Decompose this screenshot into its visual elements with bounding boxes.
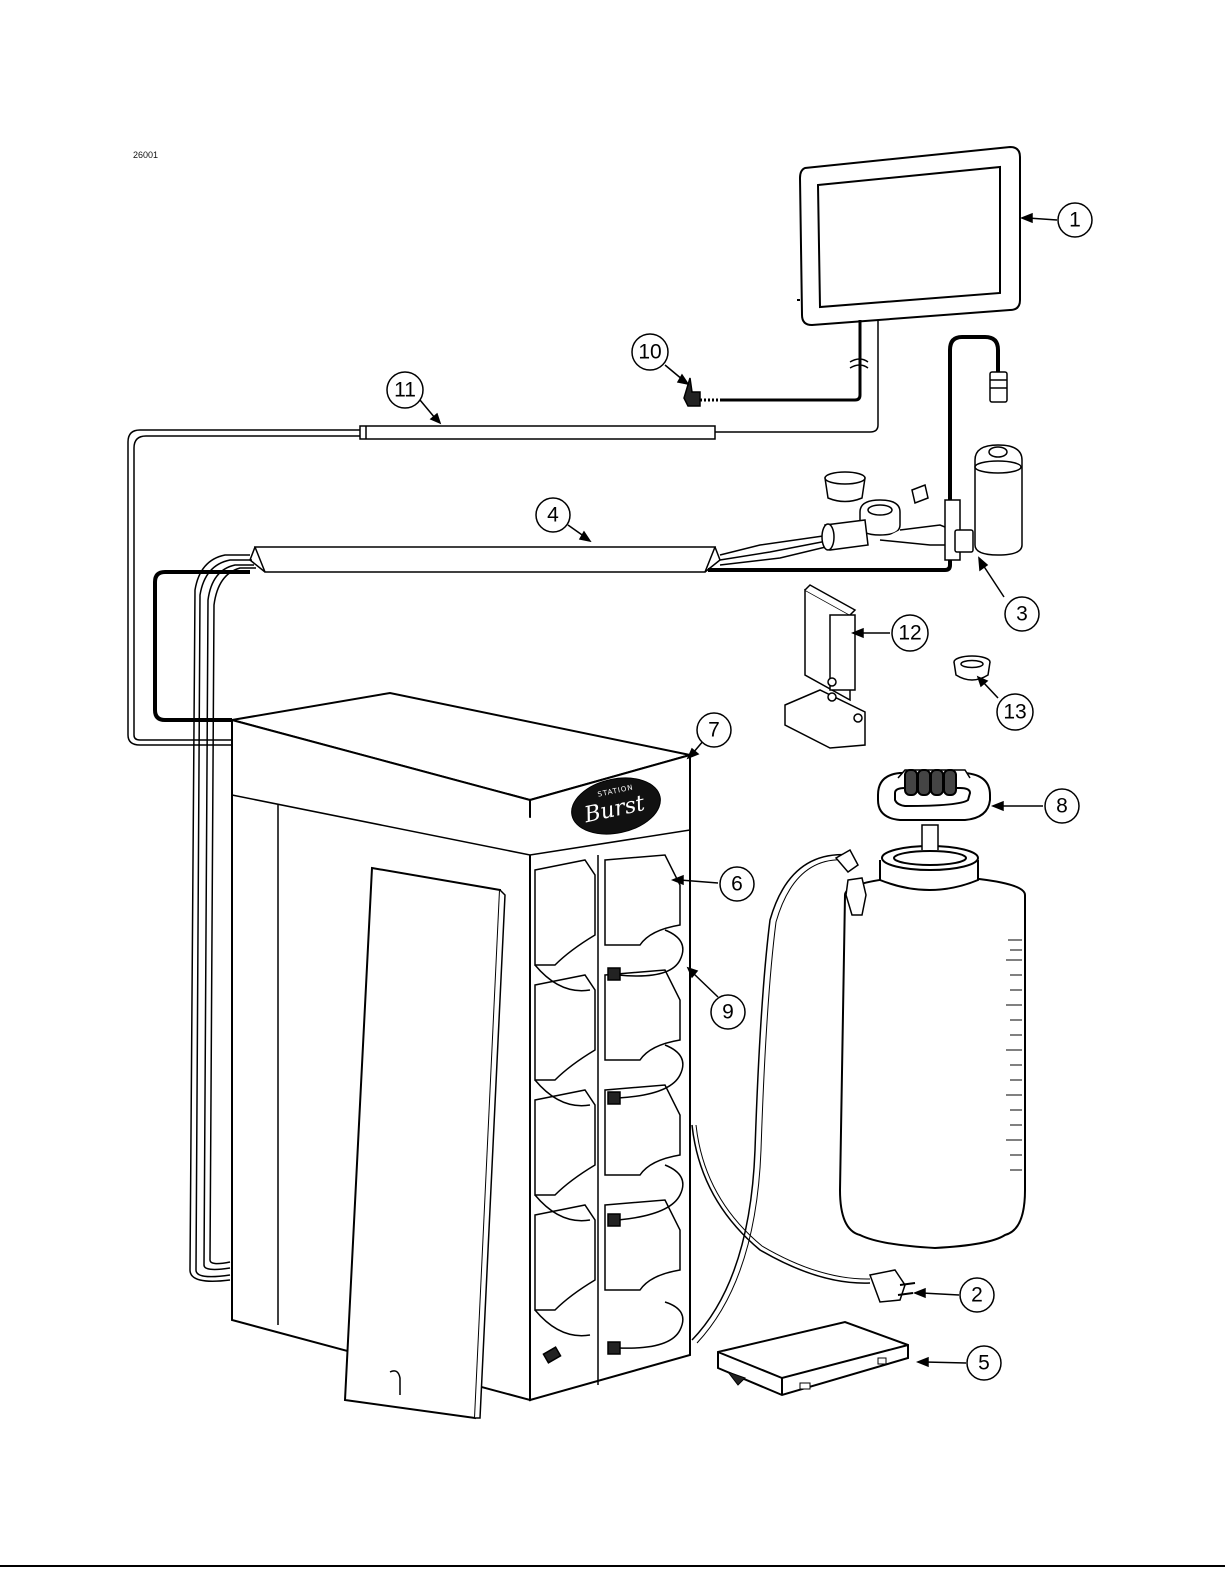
cable-conduit	[128, 426, 715, 745]
monitor-cables	[715, 320, 878, 432]
callout-10-label: 10	[638, 341, 661, 364]
callout-12-label: 12	[898, 622, 921, 645]
page-bottom-rule	[0, 1565, 1225, 1567]
callout-3: 3	[1005, 597, 1039, 631]
callout-8: 8	[1045, 789, 1079, 823]
callout-2-label: 2	[971, 1284, 983, 1307]
callout-3-label: 3	[1016, 603, 1028, 626]
callout-1-label: 1	[1069, 209, 1081, 232]
callout-8-label: 8	[1056, 795, 1068, 818]
callout-4-label: 4	[547, 504, 559, 527]
callout-12: 12	[892, 615, 928, 651]
callout-4: 4	[536, 498, 570, 532]
callout-5: 5	[967, 1346, 1001, 1380]
callout-1: 1	[1058, 203, 1092, 237]
mounting-bracket	[785, 585, 865, 748]
base-tray	[718, 1322, 908, 1395]
pressure-tank	[836, 770, 1025, 1248]
callout-9: 9	[711, 995, 745, 1029]
callout-10: 10	[632, 334, 668, 370]
callout-11: 11	[387, 372, 423, 408]
callout-9-label: 9	[722, 1001, 734, 1024]
callout-13: 13	[997, 694, 1033, 730]
callout-2: 2	[960, 1278, 994, 1312]
fitting-cap	[954, 656, 990, 680]
tank-hose	[692, 855, 850, 1340]
display-monitor	[797, 147, 1020, 325]
audio-jack-cable	[684, 378, 720, 406]
callout-5-label: 5	[978, 1352, 990, 1375]
callout-7: 7	[697, 713, 731, 747]
callout-13-label: 13	[1003, 701, 1026, 724]
callout-6: 6	[720, 867, 754, 901]
callout-6-label: 6	[731, 873, 743, 896]
callout-7-label: 7	[708, 719, 720, 742]
callout-11-label: 11	[394, 379, 416, 402]
